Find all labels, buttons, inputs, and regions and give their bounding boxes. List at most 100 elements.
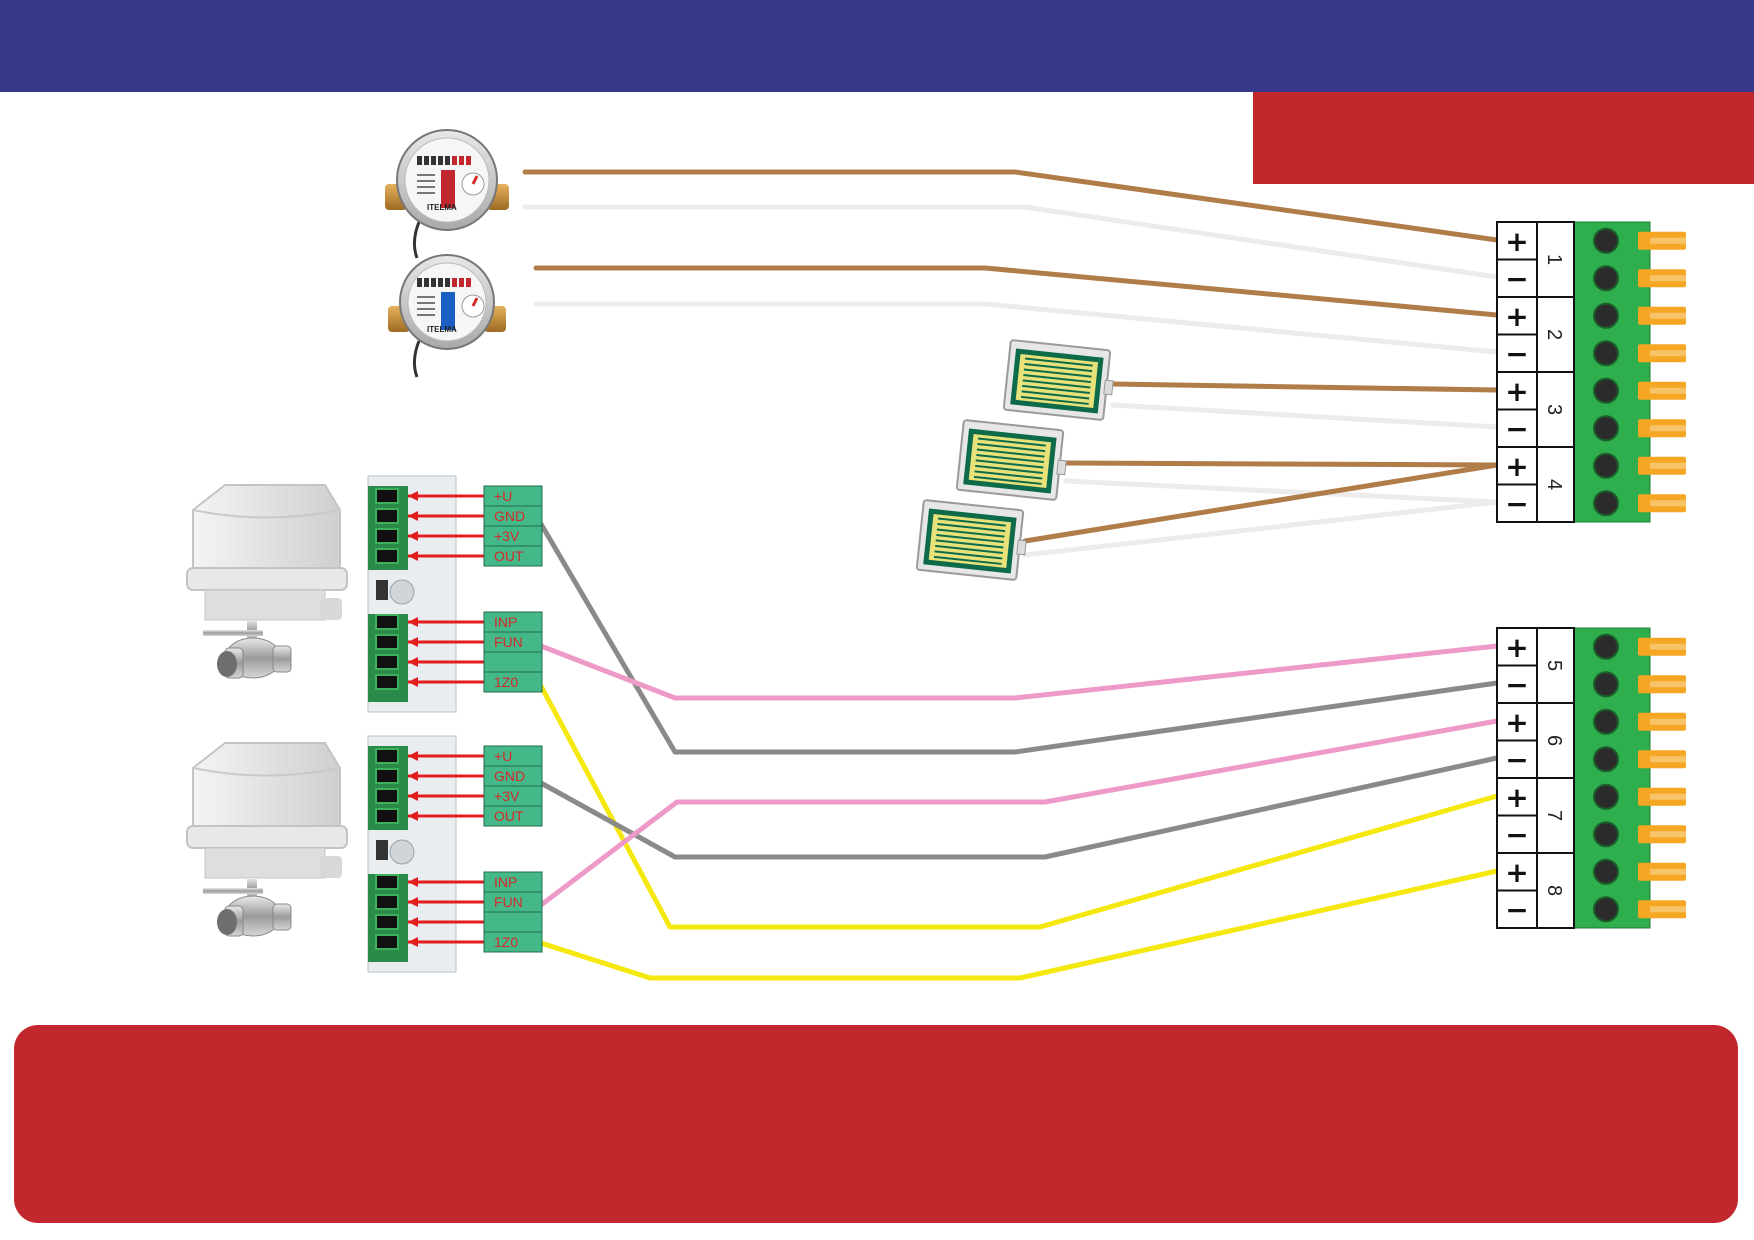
wire-yellow	[538, 868, 1500, 981]
module-pointer-arrow	[408, 531, 418, 541]
plus-sign: +	[1505, 781, 1528, 814]
plus-sign: +	[1505, 450, 1528, 483]
sensor-trace	[975, 464, 1043, 474]
sensor-trace	[933, 555, 1002, 565]
meter-digit	[431, 156, 436, 165]
channel-number: 6	[1543, 735, 1565, 746]
terminal-pin-slot	[1650, 831, 1686, 838]
meter-print	[417, 296, 435, 298]
channel-number: 8	[1543, 885, 1565, 896]
plus-sign: +	[1505, 225, 1528, 258]
meter-accent	[441, 170, 455, 208]
minus-sign: −	[1505, 668, 1528, 701]
module-label: FUN	[494, 894, 523, 910]
terminal-screw	[1593, 265, 1619, 292]
meter-accent	[441, 292, 455, 330]
module-terminal	[375, 528, 399, 544]
channel-number: 5	[1543, 660, 1565, 671]
terminal-pin-slot	[1650, 643, 1686, 650]
sensor-connector	[1103, 379, 1114, 396]
channel-number: 7	[1543, 810, 1565, 821]
module-terminal	[375, 634, 399, 650]
module-pointer-arrow	[408, 617, 418, 627]
valve-port-opening	[217, 909, 237, 935]
module-label: +3V	[494, 788, 520, 804]
sensor-connector	[1016, 539, 1027, 556]
sensor-trace	[1021, 390, 1090, 400]
module-label-box	[483, 485, 543, 507]
terminal-screw	[1593, 896, 1619, 923]
module-terminal	[375, 788, 399, 804]
valve-port-opening	[217, 651, 237, 677]
module-terminal	[375, 674, 399, 690]
sensor-trace	[975, 459, 1044, 469]
bottom-panel	[14, 1025, 1738, 1223]
sensor-trace	[936, 533, 1005, 544]
terminal-screw	[1593, 633, 1619, 660]
module-pointer-arrow	[408, 811, 418, 821]
meter-digit	[445, 278, 450, 287]
water-meters: ITELMA ITELMA	[385, 129, 509, 378]
module-label-box	[483, 545, 543, 567]
water-meter-icon: ITELMA	[388, 254, 506, 378]
meter-digit	[417, 156, 422, 165]
terminal-pin-slot	[1650, 756, 1686, 763]
terminal-pin-slot	[1650, 275, 1686, 282]
sensor-trace	[1022, 384, 1090, 394]
wires-layer	[522, 169, 1500, 981]
sensor-trace	[935, 544, 1003, 554]
wire-white	[522, 204, 1500, 280]
valve-actuator-edge	[192, 767, 341, 777]
module-pointer-arrow	[408, 791, 418, 801]
meter-digit	[452, 156, 457, 165]
module-terminal	[375, 614, 399, 630]
wire-pink	[538, 718, 1500, 908]
meter-print	[417, 192, 435, 194]
module-label: OUT	[494, 548, 524, 564]
module-label: +U	[494, 748, 512, 764]
terminal-screw	[1593, 377, 1619, 404]
module-label-box	[483, 911, 543, 933]
terminal-screw	[1593, 858, 1619, 885]
wire-brown	[1063, 460, 1500, 468]
meter-cable	[412, 340, 421, 378]
terminal-pin-slot	[1650, 350, 1686, 357]
module-label: FUN	[494, 634, 523, 650]
sensor-pad	[968, 434, 1052, 488]
terminal-screw	[1593, 340, 1619, 367]
sensor-trace	[1024, 363, 1093, 373]
meter-print	[417, 302, 435, 304]
terminal-pin-slot	[1650, 718, 1686, 725]
meter-brand-text: ITELMA	[427, 325, 457, 334]
valve-gearbox	[204, 589, 326, 621]
module-terminal	[375, 914, 399, 930]
meter-needle	[471, 175, 479, 185]
module-jumper	[376, 840, 388, 860]
meter-digit	[466, 278, 471, 287]
sensor-trace	[937, 517, 1006, 527]
terminal-pin-slot	[1650, 500, 1686, 507]
terminal-pin-slot	[1650, 237, 1686, 244]
module-pointer-arrow	[408, 937, 418, 947]
wire-yellow	[538, 683, 1500, 930]
module-terminal	[375, 874, 399, 890]
sensor-trace	[937, 523, 1006, 533]
valve-port-right	[272, 645, 292, 673]
water-meter-icon: ITELMA	[385, 129, 509, 259]
terminal-pin-slot	[1650, 425, 1686, 432]
minus-sign: −	[1505, 337, 1528, 370]
module-screw	[389, 839, 415, 865]
sensor-trace	[935, 539, 1004, 549]
module-pointer-arrow	[408, 677, 418, 687]
meter-digit	[445, 156, 450, 165]
wire-white	[1110, 402, 1500, 430]
module-pointer-arrow	[408, 637, 418, 647]
module-terminal	[375, 768, 399, 784]
wire-white	[1022, 499, 1500, 558]
sensor-trace	[1024, 357, 1093, 367]
sensor-trace	[1023, 373, 1092, 384]
